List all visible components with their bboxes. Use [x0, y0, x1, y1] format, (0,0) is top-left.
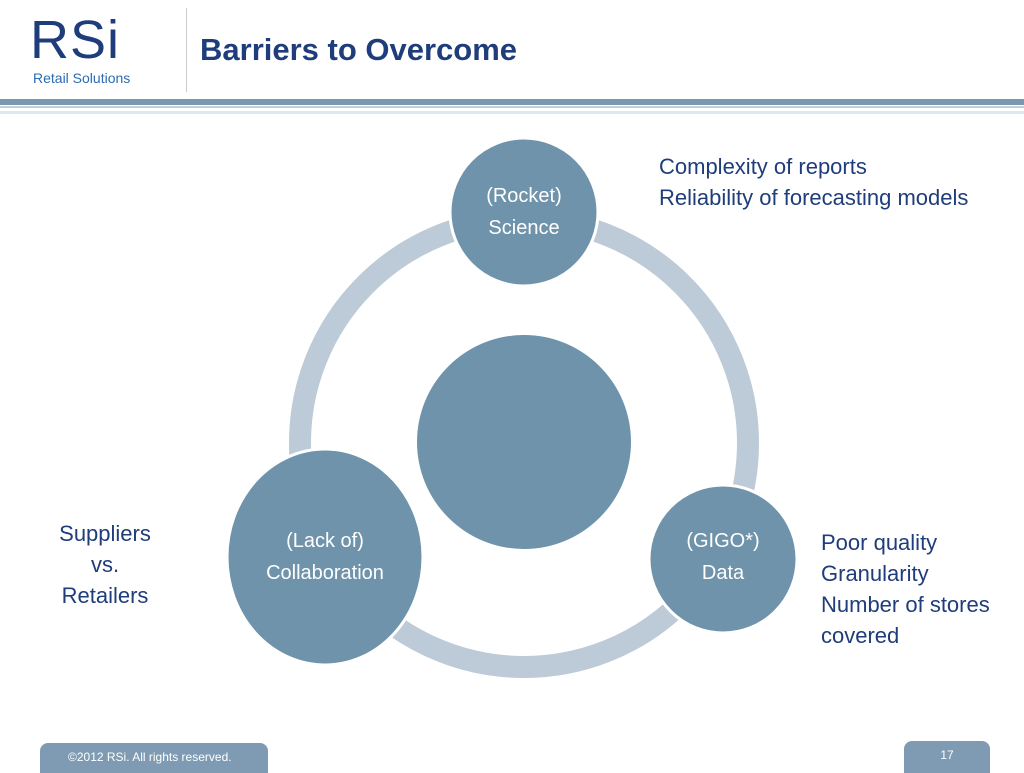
- science-note: Complexity of reports: [659, 154, 867, 179]
- node-science-line1: (Rocket): [486, 185, 562, 207]
- science-notes: Complexity of reports Reliability of for…: [659, 151, 968, 213]
- node-collaboration-label: (Lack of) Collaboration: [235, 525, 415, 589]
- page-number: 17: [940, 748, 954, 762]
- data-note: covered: [821, 623, 900, 648]
- slide-title: Barriers to Overcome: [200, 32, 518, 67]
- node-data-label: (GIGO*) Data: [653, 525, 793, 589]
- node-data-line1: (GIGO*): [686, 530, 760, 552]
- collaboration-note: Retailers: [61, 583, 149, 608]
- collaboration-notes: Suppliers vs. Retailers: [44, 518, 166, 611]
- node-collaboration-line1: (Lack of): [286, 530, 364, 552]
- data-notes: Poor quality Granularity Number of store…: [821, 527, 990, 651]
- node-data: [647, 483, 799, 635]
- node-data-line2: Data: [701, 562, 745, 584]
- node-science: [448, 136, 600, 288]
- data-note: Number of stores: [821, 592, 990, 617]
- collaboration-note: vs.: [90, 552, 120, 577]
- data-note: Poor quality: [821, 530, 938, 555]
- header-rule-light: [0, 111, 1024, 114]
- node-collaboration-line2: Collaboration: [266, 562, 384, 584]
- center-circle: [417, 335, 631, 549]
- node-science-label: (Rocket) Science: [454, 180, 594, 244]
- data-note: Granularity: [821, 561, 929, 586]
- node-collaboration: [225, 447, 425, 667]
- node-science-line2: Science: [488, 217, 560, 239]
- science-note: Reliability of forecasting models: [659, 185, 969, 210]
- header-rule-thin: [0, 106, 1024, 108]
- header-rule: [0, 99, 1024, 105]
- copyright-text: ©2012 RSi. All rights reserved.: [68, 750, 232, 764]
- collaboration-note: Suppliers: [59, 521, 151, 546]
- header-divider: [186, 8, 187, 92]
- logo-subtitle: Retail Solutions: [33, 70, 131, 86]
- logo-mark: RSi: [30, 10, 121, 70]
- rsi-logo: RSi Retail Solutions: [30, 10, 160, 92]
